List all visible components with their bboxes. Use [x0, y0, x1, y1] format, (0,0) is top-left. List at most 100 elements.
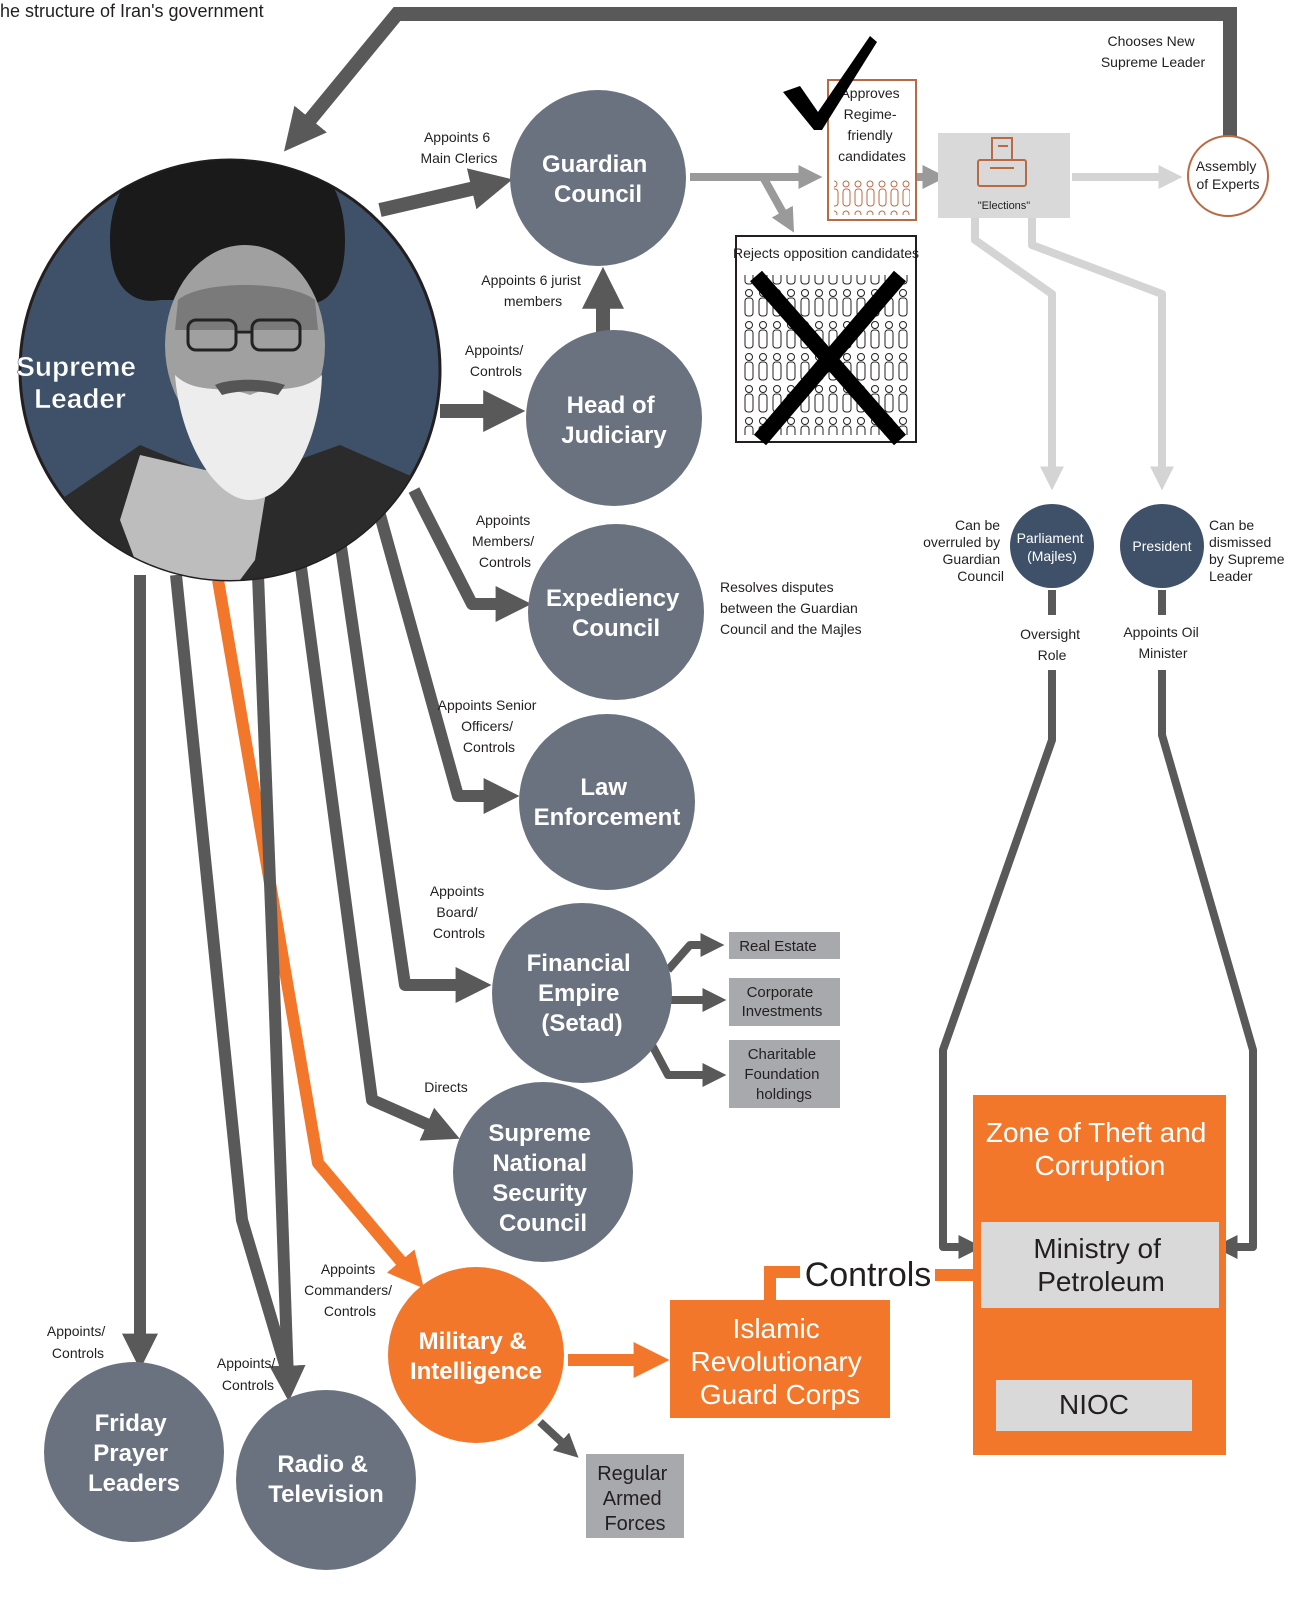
- ann-resolves-line3: Council and the Majles: [720, 621, 862, 637]
- security-label-line1: Supreme: [488, 1120, 591, 1147]
- ann-board-line3: Controls: [433, 925, 485, 941]
- ann-resolves-line2: between the Guardian: [720, 600, 858, 616]
- svg-text:Appoints 6 jurist member: Appoints 6 jurist members: [481, 272, 585, 309]
- svg-text:Appoints/ Controls: Appoints/ Controls: [217, 1355, 279, 1393]
- charitable-box: Charitable Foundation holdings: [729, 1040, 840, 1108]
- svg-text:Ministry of Petroleum: Ministry of Petroleum: [1033, 1233, 1168, 1297]
- expediency-label-line1: Expediency: [546, 585, 680, 612]
- ann-overruled-line4: Council: [957, 568, 1004, 584]
- arrow-leader-to-radio: [252, 574, 306, 1402]
- ann-commanders-line3: Controls: [324, 1303, 376, 1319]
- ann-friday-line1: Appoints/: [47, 1323, 105, 1339]
- military-node: Military & Intelligence: [388, 1267, 564, 1443]
- approves-box: Approves Regime- friendly candidates: [827, 79, 917, 221]
- diagram-title: he structure of Iran's government: [0, 1, 264, 21]
- svg-text:Appoints/ Controls: Appoints/ Controls: [465, 342, 527, 379]
- arrow-leader-to-law: [374, 513, 520, 814]
- military-label-line2: Intelligence: [410, 1358, 542, 1385]
- svg-text:Friday Prayer Lead: Friday Prayer Leaders: [88, 1410, 180, 1497]
- annotations: Appoints 6 Main Clerics Appoints 6 juris…: [47, 33, 1285, 1393]
- supreme-leader-label-line2: Leader: [34, 383, 126, 414]
- corporate-line2: Investments: [742, 1003, 823, 1020]
- corporate-line1: Corporate: [747, 984, 814, 1001]
- svg-text:Radio & Television: Radio & Television: [268, 1451, 384, 1508]
- ann-overruled-line2: overruled by: [923, 534, 1000, 550]
- elections-box: "Elections": [938, 133, 1070, 218]
- arrow-guardian-to-rejects: [759, 175, 795, 233]
- svg-text:Assembly of Experts: Assembly of Experts: [1196, 158, 1261, 192]
- ann-oversight-line2: Role: [1038, 647, 1067, 663]
- parliament-label-line2: (Majles): [1027, 548, 1077, 564]
- svg-text:Appoints Senior Officers: Appoints Senior Officers/ Controls: [438, 697, 541, 755]
- svg-text:Head of Judiciary: Head of Judiciary: [561, 392, 667, 449]
- ann-oil-line2: Minister: [1138, 645, 1187, 661]
- arrow-financial-to-charitable: [648, 1043, 727, 1087]
- ann-members-line3: Controls: [479, 554, 531, 570]
- charitable-line1: Charitable: [748, 1046, 816, 1063]
- friday-label-line2: Prayer: [93, 1440, 168, 1467]
- judiciary-node: Head of Judiciary: [526, 330, 702, 506]
- supreme-leader-portrait: [40, 160, 440, 580]
- security-council-node: Supreme National Security Council: [453, 1082, 633, 1262]
- guardian-council-label-line2: Council: [554, 181, 642, 208]
- ann-dismissed-line2: dismissed: [1209, 534, 1271, 550]
- zone-title-line2: Corruption: [1035, 1150, 1166, 1181]
- financial-label-line3: (Setad): [541, 1010, 622, 1037]
- svg-text:Regular Armed Forc: Regular Armed Forces: [597, 1463, 673, 1535]
- ann-dismissed-line3: by Supreme: [1209, 551, 1285, 567]
- ann-commanders-line2: Commanders/: [304, 1282, 392, 1298]
- ann-directs: Directs: [424, 1079, 468, 1095]
- approves-line4: candidates: [838, 148, 906, 164]
- ann-board-line2: Board/: [436, 904, 477, 920]
- security-label-line4: Council: [499, 1210, 587, 1237]
- svg-text:Appoints Members/: Appoints Members/ Controls: [472, 512, 538, 570]
- svg-text:Guardian Council: Guardian Council: [542, 151, 654, 208]
- assembly-node: Assembly of Experts: [1187, 135, 1269, 217]
- charitable-line2: Foundation: [744, 1066, 819, 1083]
- radio-label-line2: Television: [268, 1481, 384, 1508]
- guardian-council-node: Guardian Council: [510, 90, 686, 266]
- ann-oil-line1: Appoints Oil: [1123, 624, 1198, 640]
- svg-text:Resolves disputes betwee: Resolves disputes between the Guardian C…: [720, 579, 862, 637]
- svg-text:Expediency Council: Expediency Council: [546, 585, 686, 642]
- guardian-council-label-line1: Guardian: [542, 151, 647, 178]
- ann-commanders-line1: Appoints: [321, 1261, 375, 1277]
- corporate-box: Corporate Investments: [729, 978, 840, 1026]
- svg-text:Zone of Theft and Corrup: Zone of Theft and Corruption: [986, 1117, 1214, 1181]
- radio-label-line1: Radio &: [277, 1451, 368, 1478]
- assembly-label-line2: of Experts: [1196, 176, 1259, 192]
- svg-text:Supreme Leader: Supreme Leader: [16, 351, 144, 414]
- friday-label-line3: Leaders: [88, 1470, 180, 1497]
- rejects-box: Rejects opposition candidates: [733, 235, 919, 443]
- arrow-parliament-to-ministry: [939, 670, 1056, 1259]
- zone-title-line1: Zone of Theft and: [986, 1117, 1207, 1148]
- svg-text:Parliament (Majles): Parliament (Majles): [1017, 530, 1088, 564]
- regular-line2: Armed: [603, 1488, 662, 1510]
- military-label-line1: Military &: [419, 1328, 527, 1355]
- irgc-line2: Revolutionary: [691, 1346, 862, 1377]
- arrows: [122, 7, 1257, 1458]
- arrow-president-to-ministry: [1158, 670, 1257, 1259]
- expediency-council-node: Expediency Council: [528, 524, 704, 700]
- ann-overruled-line1: Can be: [955, 517, 1000, 533]
- radio-tv-node: Radio & Television: [236, 1390, 416, 1570]
- arrow-elections-to-president: [1028, 218, 1174, 491]
- regular-line1: Regular: [597, 1463, 667, 1485]
- arrow-irgc-controls: [764, 1266, 800, 1300]
- ann-dismissed-line4: Leader: [1209, 568, 1253, 584]
- arrow-leader-to-military: [212, 578, 424, 1289]
- ann-friday-line2: Controls: [52, 1345, 104, 1361]
- zone-box: Zone of Theft and Corruption Ministry of…: [973, 1095, 1226, 1455]
- svg-text:Approves Regime- f: Approves Regime- friendly candidates: [838, 85, 906, 164]
- regular-line3: Forces: [604, 1513, 665, 1535]
- approved-candidates-figures: [834, 177, 910, 215]
- ann-judiciary-line1: Appoints/: [465, 342, 523, 358]
- financial-empire-node: Financial Empire (Setad): [492, 903, 672, 1083]
- assembly-label-line1: Assembly: [1196, 158, 1257, 174]
- arrow-leader-to-security: [294, 559, 460, 1141]
- law-label-line1: Law: [580, 774, 627, 801]
- svg-text:Can be overruled by: Can be overruled by Guardian Council: [923, 517, 1004, 584]
- ann-board-line1: Appoints: [430, 883, 484, 899]
- law-enforcement-node: Law Enforcement: [519, 714, 695, 890]
- arrow-military-to-regular: [537, 1419, 579, 1458]
